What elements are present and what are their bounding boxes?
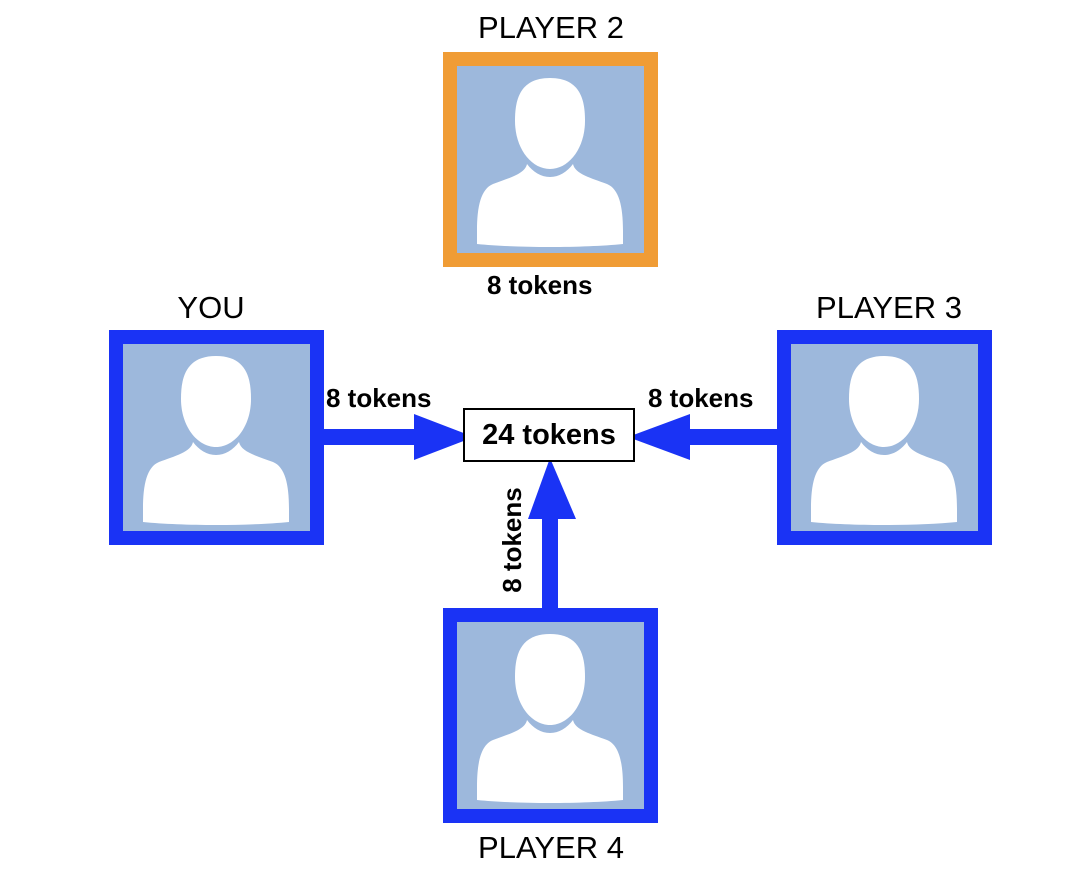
user-silhouette-icon bbox=[143, 356, 289, 525]
player2-tokens: 8 tokens bbox=[487, 270, 593, 300]
pot-total: 24 tokens bbox=[463, 408, 635, 462]
player3-name: PLAYER 3 bbox=[816, 290, 962, 325]
arrow-you-to-pot bbox=[322, 414, 474, 460]
player4-name: PLAYER 4 bbox=[478, 830, 624, 865]
player3-avatar bbox=[777, 330, 992, 545]
arrow-icon bbox=[628, 414, 690, 460]
arrow-icon bbox=[414, 414, 474, 460]
arrow-player3-to-pot bbox=[628, 414, 780, 460]
you-avatar bbox=[109, 330, 324, 545]
player3-tokens: 8 tokens bbox=[648, 383, 754, 413]
user-silhouette-icon bbox=[811, 356, 957, 525]
player4-tokens: 8 tokens bbox=[497, 487, 527, 593]
player4-avatar bbox=[443, 608, 658, 823]
arrow-player4-to-pot bbox=[528, 458, 576, 610]
user-silhouette-icon bbox=[477, 634, 623, 803]
you-tokens: 8 tokens bbox=[326, 383, 432, 413]
user-silhouette-icon bbox=[477, 78, 623, 247]
arrow-icon bbox=[528, 458, 576, 519]
player2-avatar bbox=[443, 52, 658, 267]
player2-name: PLAYER 2 bbox=[478, 10, 624, 45]
you-name: YOU bbox=[177, 290, 245, 325]
